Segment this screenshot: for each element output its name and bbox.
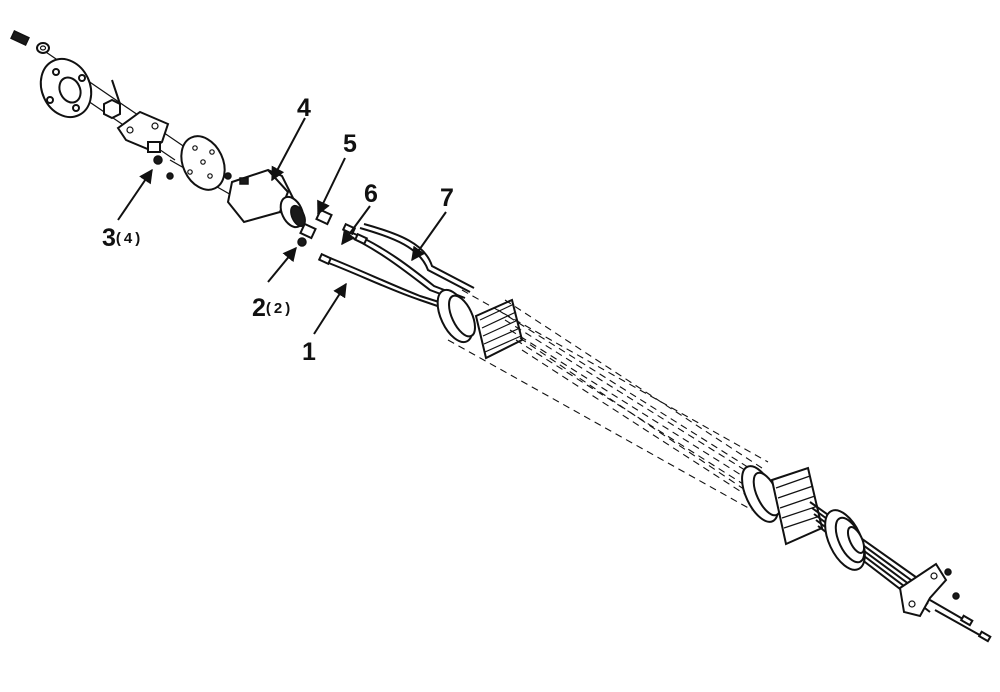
callout-item-3: 3(4) xyxy=(102,226,143,251)
callout-quantity: (2) xyxy=(265,300,294,317)
mounting-bracket xyxy=(116,110,170,153)
callout-number: 2 xyxy=(252,294,266,322)
splined-core xyxy=(474,298,524,360)
callout-item-7: 7 xyxy=(440,186,454,211)
callout-item-6: 6 xyxy=(364,182,378,207)
round-flange xyxy=(39,57,93,119)
rear-bracket xyxy=(898,562,960,618)
callout-number: 7 xyxy=(440,184,454,212)
rear-terminals xyxy=(929,599,992,643)
small-screws xyxy=(153,155,232,180)
callout-quantity: (4) xyxy=(115,230,144,247)
callout-number: 3 xyxy=(102,224,116,252)
wire-leads xyxy=(317,222,475,313)
disc-gasket xyxy=(180,135,226,191)
nut-and-pin xyxy=(103,79,121,120)
callout-item-2: 2(2) xyxy=(252,296,293,321)
rear-flange-ring xyxy=(824,509,866,571)
callout-item-1: 1 xyxy=(302,340,316,365)
callout-number: 4 xyxy=(297,94,311,122)
tube-dashed-outline xyxy=(447,289,769,511)
rear-splined-section xyxy=(770,466,824,546)
callout-number: 6 xyxy=(364,180,378,208)
callout-item-4: 4 xyxy=(297,96,311,121)
callout-item-5: 5 xyxy=(343,132,357,157)
receptacle-connector xyxy=(226,168,306,229)
callout-number: 1 xyxy=(302,338,316,366)
callout-number: 5 xyxy=(343,130,357,158)
front-grommet xyxy=(436,288,476,344)
screw-washer xyxy=(10,29,50,54)
callout-leaders xyxy=(117,117,447,335)
